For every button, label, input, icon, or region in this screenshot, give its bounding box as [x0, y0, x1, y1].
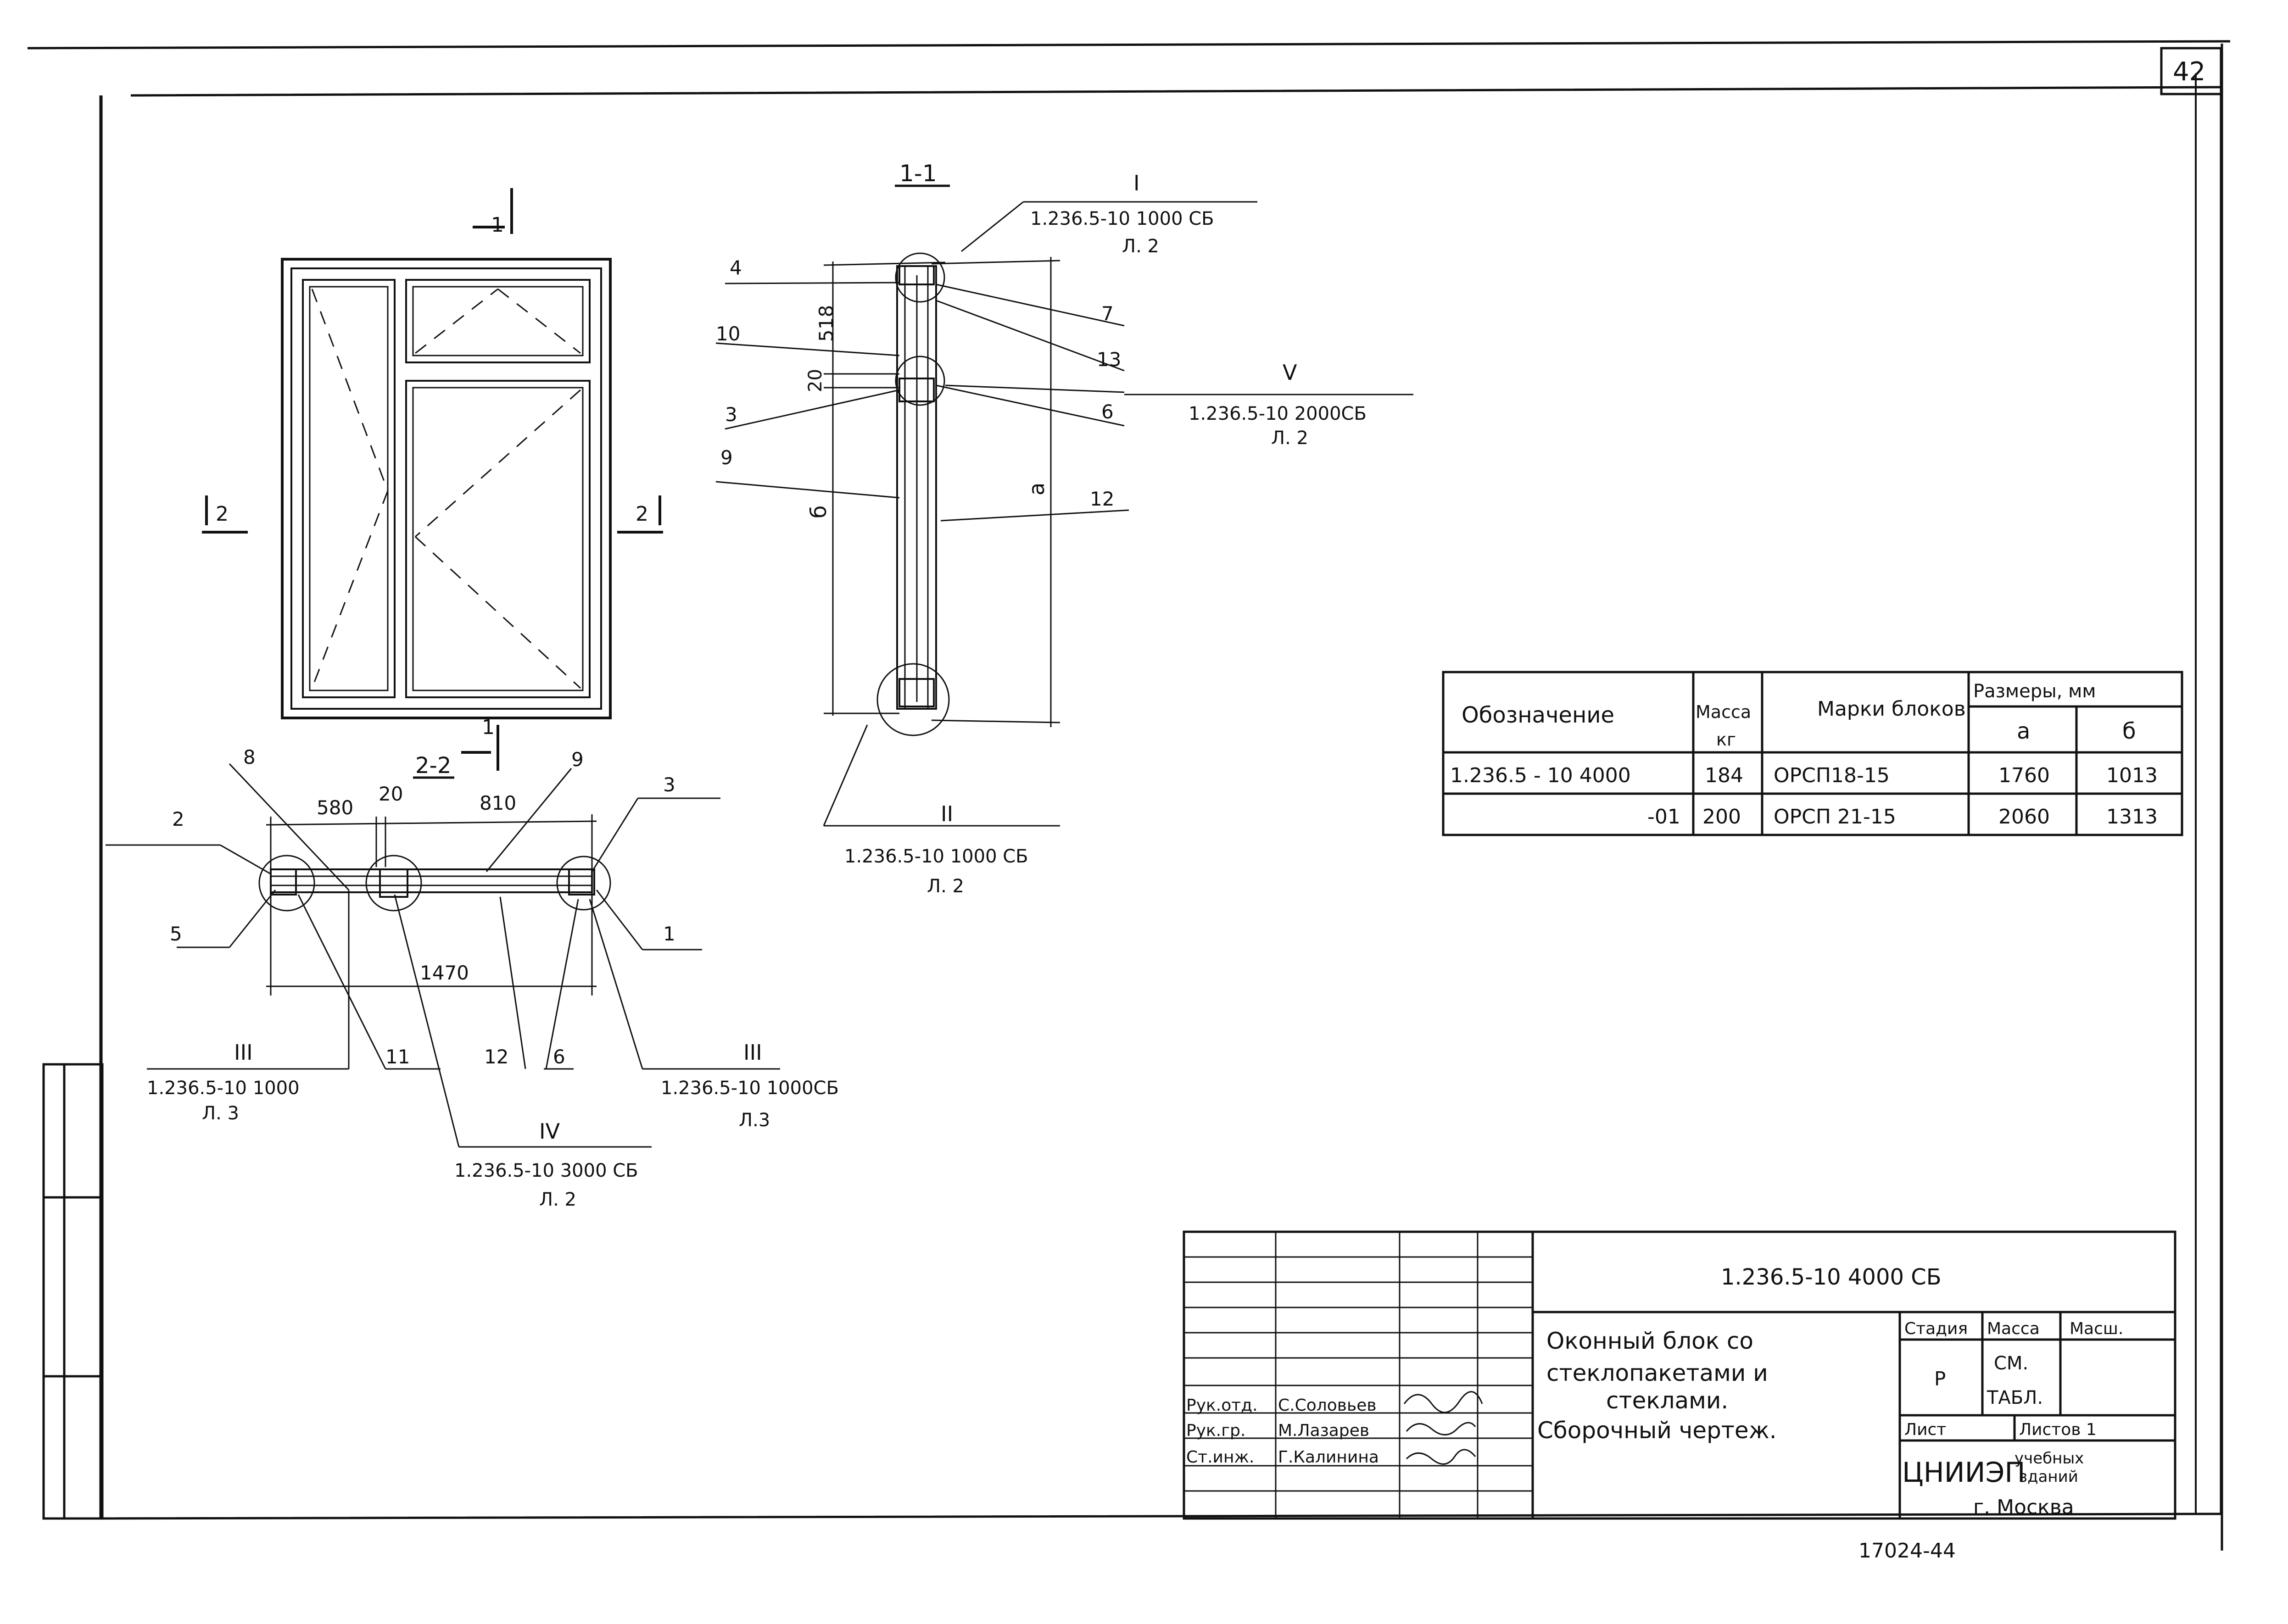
pos-6-section: 6 [1101, 400, 1114, 423]
callout-V-num: V [1283, 360, 1297, 385]
spec-row-1-b: 1013 [2106, 764, 2158, 787]
dim-20-horizontal: 20 [379, 783, 403, 805]
org-name: ЦНИИЭП [1902, 1457, 2025, 1489]
pos-3-section: 3 [725, 403, 737, 426]
pos-10: 10 [716, 323, 740, 345]
callout-I-ref: 1.236.5-10 1000 СБ [1030, 208, 1214, 229]
spec-header-mass: Масса [1696, 702, 1751, 722]
pos-7: 7 [1101, 302, 1114, 325]
pos-2: 2 [172, 808, 184, 830]
signature-role-3: Ст.инж. [1186, 1448, 1254, 1467]
dim-810: 810 [480, 792, 516, 814]
spec-row-1-mass: 184 [1705, 764, 1743, 787]
archive-number: 17024-44 [1858, 1539, 1956, 1563]
spec-header-mass-unit: кг [1716, 729, 1736, 750]
spec-row-1-designation: 1.236.5 - 10 4000 [1450, 764, 1631, 787]
spec-header-sizes: Размеры, мм [1973, 681, 2096, 702]
dim-1470: 1470 [420, 962, 469, 984]
pos-3-plan: 3 [663, 773, 675, 796]
section-mark-top: 1 [491, 213, 504, 237]
pos-12-plan: 12 [484, 1046, 508, 1068]
title-block-code: 1.236.5-10 4000 СБ [1721, 1264, 1942, 1290]
pos-1: 1 [663, 923, 675, 945]
section-1-1-drawing [715, 184, 1257, 827]
callout-I-sheet: Л. 2 [1122, 236, 1159, 257]
pos-9-section: 9 [720, 446, 733, 469]
scale-label: Масш. [2070, 1319, 2123, 1338]
callout-IV-sheet: Л. 2 [539, 1189, 576, 1210]
spec-row-2-b: 1313 [2106, 805, 2158, 829]
spec-header-a: а [2017, 718, 2030, 744]
mass-value-1: СМ. [1994, 1353, 2028, 1374]
pos-5: 5 [170, 923, 182, 945]
callout-V-ref: 1.236.5-10 2000СБ [1189, 403, 1367, 424]
org-sub-2: зданий [2019, 1468, 2078, 1486]
section-mark-bottom: 1 [482, 716, 495, 739]
title-line-4: Сборочный чертеж. [1537, 1417, 1777, 1444]
handwritten-signatures [1403, 1391, 1483, 1465]
callout-III-right-num: III [743, 1040, 762, 1065]
section-2-2-title: 2-2 [415, 753, 451, 779]
signature-name-3: Г.Калинина [1278, 1448, 1379, 1467]
signature-role-2: Рук.гр. [1186, 1421, 1245, 1440]
callout-III-left-ref: 1.236.5-10 1000 [147, 1078, 300, 1099]
title-line-3: стеклами. [1606, 1387, 1728, 1414]
window-elevation [202, 188, 663, 771]
callout-III-right-ref: 1.236.5-10 1000СБ [661, 1078, 839, 1099]
section-2-2-drawing [106, 763, 780, 1148]
callout-V-sheet: Л. 2 [1271, 428, 1308, 449]
callout-IV-ref: 1.236.5-10 3000 СБ [454, 1160, 638, 1181]
spec-header-b: б [2122, 718, 2136, 744]
signature-role-1: Рук.отд. [1186, 1396, 1258, 1415]
section-mark-left: 2 [216, 502, 229, 526]
mass-value-2: ТАБЛ. [1987, 1387, 2043, 1408]
spec-table [1442, 671, 2183, 836]
title-block [1183, 1230, 2176, 1520]
callout-IV-num: IV [539, 1119, 560, 1144]
pos-11: 11 [385, 1046, 410, 1068]
spec-row-2-mass: 200 [1702, 805, 1741, 829]
callout-III-left-sheet: Л. 3 [202, 1103, 239, 1124]
dim-a-section: а [1024, 483, 1049, 495]
spec-row-1-a: 1760 [1998, 764, 2050, 787]
pos-4: 4 [730, 256, 742, 279]
pos-13: 13 [1097, 348, 1121, 371]
callout-I-num: I [1133, 171, 1140, 195]
pos-9-plan: 9 [571, 748, 584, 771]
spec-row-2-mark: ОРСП 21-15 [1774, 805, 1896, 829]
dim-580: 580 [317, 796, 353, 819]
spec-header-designation: Обозначение [1462, 702, 1614, 728]
org-city: г. Москва [1973, 1496, 2074, 1519]
pos-6-plan: 6 [553, 1046, 565, 1068]
section-1-1-title: 1-1 [899, 160, 937, 187]
signature-name-2: М.Лазарев [1278, 1421, 1369, 1440]
stage-label: Стадия [1904, 1319, 1968, 1338]
dim-b-section: б [806, 506, 831, 518]
spec-row-1-mark: ОРСП18-15 [1774, 764, 1890, 787]
dim-20-vertical: 20 [805, 369, 826, 392]
sheet-number: 42 [2173, 57, 2205, 87]
section-mark-right: 2 [636, 502, 648, 526]
callout-II-ref: 1.236.5-10 1000 СБ [844, 846, 1028, 867]
callout-II-num: II [941, 801, 953, 826]
title-line-1: Оконный блок со [1546, 1328, 1753, 1354]
spec-header-marks: Марки блоков [1817, 697, 1966, 721]
org-sub-1: учебных [2015, 1449, 2084, 1468]
sheets-label: Листов 1 [2019, 1420, 2097, 1439]
spec-row-2-designation: -01 [1647, 805, 1680, 829]
stage-value: Р [1934, 1368, 1946, 1390]
callout-III-left-num: III [234, 1040, 253, 1065]
callout-II-sheet: Л. 2 [927, 876, 964, 897]
pos-8: 8 [243, 746, 256, 768]
spec-row-2-a: 2060 [1998, 805, 2050, 829]
signature-name-1: С.Соловьев [1278, 1396, 1377, 1415]
pos-12-section: 12 [1090, 488, 1114, 510]
mass-label: Масса [1987, 1319, 2040, 1338]
dim-518: 518 [815, 305, 837, 342]
sheet-label: Лист [1904, 1420, 1946, 1439]
callout-III-right-sheet: Л.3 [739, 1110, 770, 1131]
title-line-2: стеклопакетами и [1546, 1360, 1768, 1386]
